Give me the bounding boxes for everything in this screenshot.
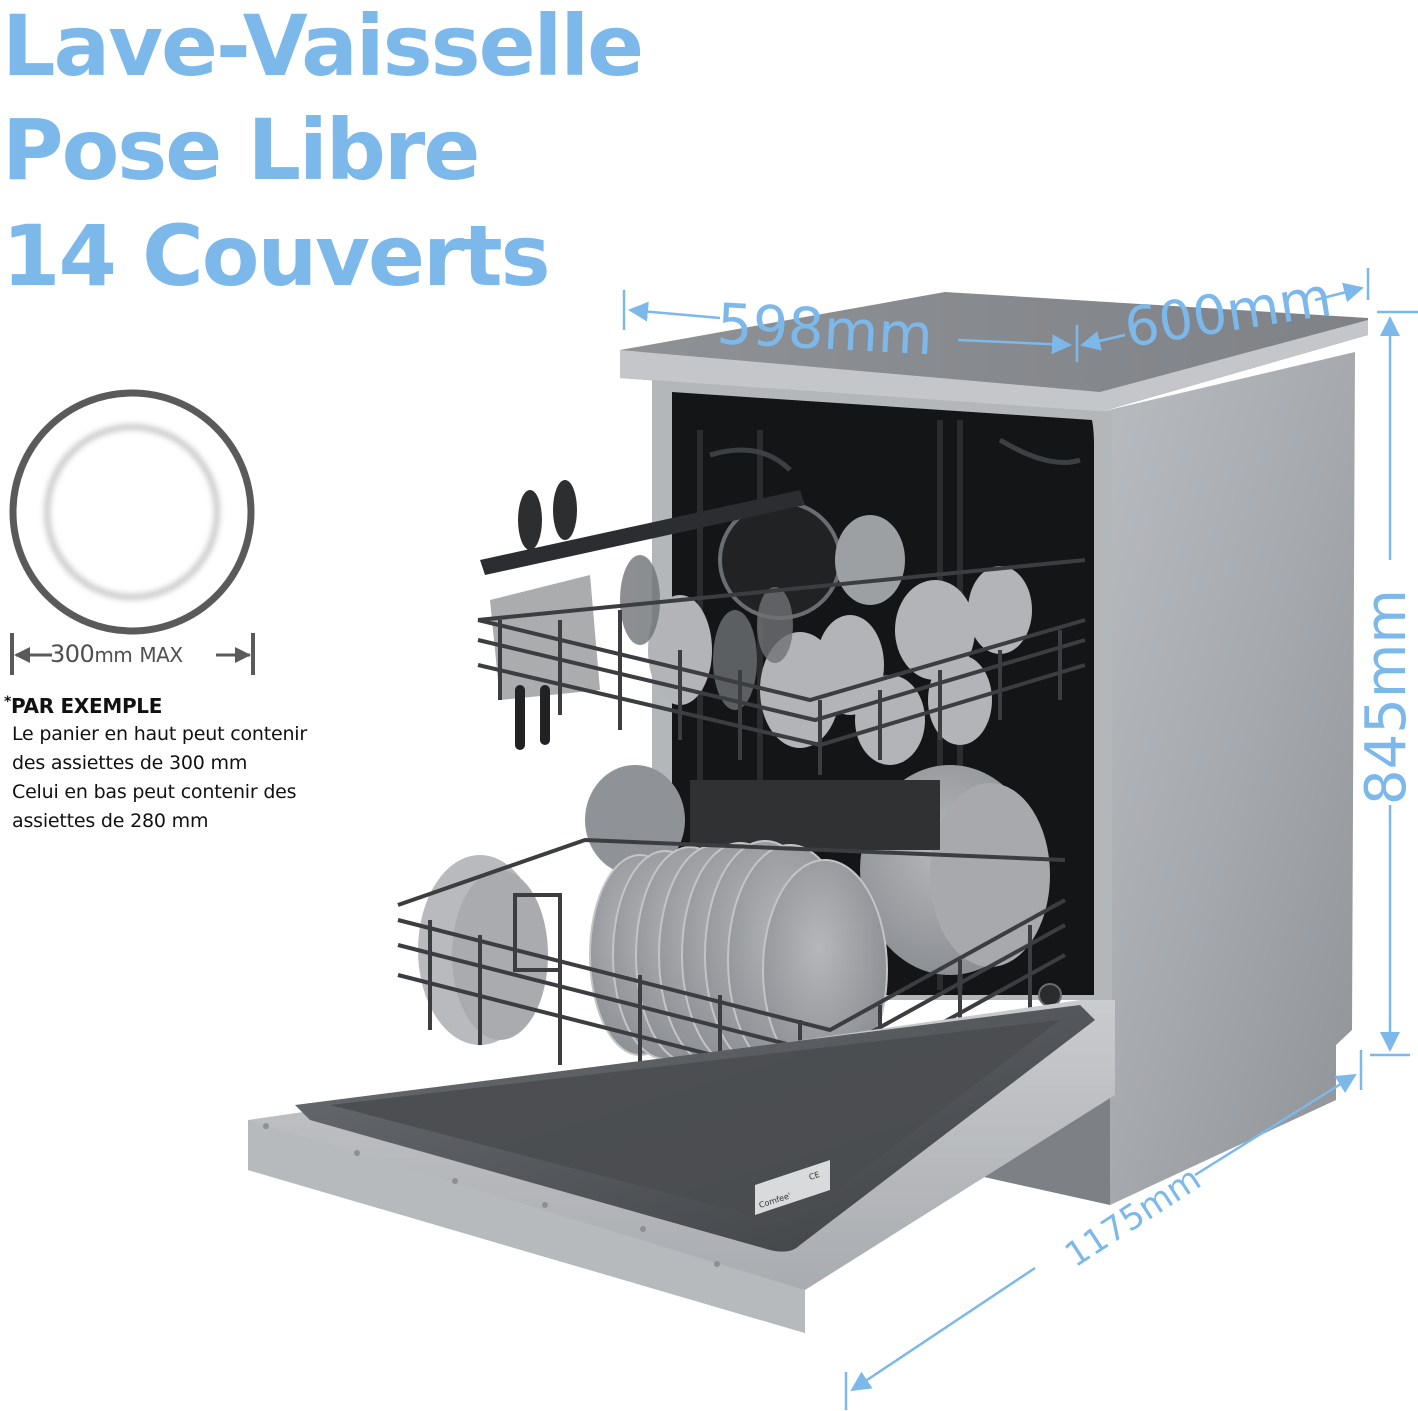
dimension-lines [622, 268, 1418, 1410]
headline-line-2: Pose Libre [2, 101, 480, 199]
height-dimension-label: 845mm [1354, 589, 1418, 805]
cabinet-side-panel [1100, 352, 1355, 1205]
plate-icon [9, 389, 255, 675]
plate-size-value: 300 [50, 640, 95, 668]
note-heading-text: PAR EXEMPLE [11, 694, 163, 718]
headline-line-3: 14 Couverts [2, 207, 551, 305]
plate-size-diagram [8, 385, 260, 675]
note-line-4: assiettes de 280 mm [12, 810, 209, 832]
example-note: *PAR EXEMPLE Le panier en haut peut cont… [4, 694, 374, 836]
note-line-2: des assiettes de 300 mm [12, 752, 248, 774]
width-dimension-label: 598mm [715, 292, 934, 368]
note-line-1: Le panier en haut peut contenir [12, 723, 307, 745]
upper-rack [477, 480, 1086, 775]
lower-rack [397, 765, 1066, 1121]
label-ce-mark: CE [808, 1170, 821, 1182]
plate-size-caption: 300mm MAX [50, 640, 183, 668]
rating-label: Comfee' CE [755, 1160, 830, 1215]
note-heading: *PAR EXEMPLE [4, 694, 374, 718]
plate-size-suffix: MAX [139, 643, 183, 667]
note-line-3: Celui en bas peut contenir des [12, 781, 297, 803]
open-door: Comfee' CE [248, 1000, 1115, 1333]
cabinet-plinth [975, 1095, 1110, 1205]
note-asterisk: * [4, 694, 12, 710]
plate-size-unit: mm [94, 643, 133, 667]
headline-line-1: Lave-Vaisselle [2, 0, 644, 95]
